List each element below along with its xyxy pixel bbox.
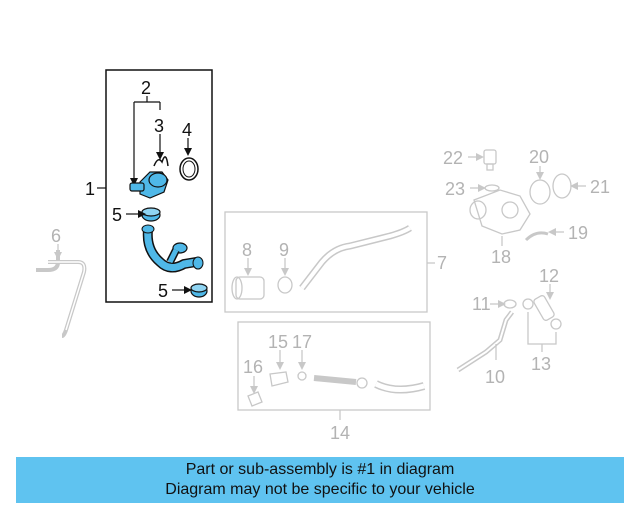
arrow-21 [570, 182, 578, 190]
clamp-part-9 [277, 276, 293, 294]
banner-line-2: Diagram may not be specific to your vehi… [165, 481, 475, 498]
gasket-part-20 [529, 179, 551, 205]
arrow-3 [156, 152, 164, 160]
pipe-part-15 [269, 371, 289, 387]
clamp-box-14 [356, 377, 368, 389]
callout-14: 14 [330, 423, 350, 443]
pipe-part-10-inner [457, 311, 513, 371]
pipe-part-10 [456, 310, 514, 373]
callout-18: 18 [491, 247, 511, 267]
banner-line-1: Part or sub-assembly is #1 in diagram [185, 461, 455, 478]
group-box-7 [224, 211, 428, 313]
callout-2: 2 [141, 78, 151, 98]
callout-5-lower: 5 [158, 281, 168, 301]
arrow-23 [478, 184, 486, 192]
plug-part-17 [297, 371, 307, 381]
coolant-flange-part [129, 171, 169, 199]
clip-part-19 [524, 231, 549, 242]
seal-part-5-lower [190, 283, 208, 298]
housing-part-8 [235, 276, 265, 300]
arrow-19 [548, 228, 556, 236]
gasket-part-21 [552, 173, 572, 199]
leader-13 [527, 312, 557, 352]
arrow-5-lower [184, 286, 192, 294]
callout-20: 20 [529, 147, 549, 167]
arrow-9 [281, 268, 289, 276]
o-ring-part-4 [179, 157, 199, 181]
pipe-box-14 [313, 375, 357, 385]
arrow-17 [298, 362, 306, 370]
callout-5-upper: 5 [112, 205, 122, 225]
callout-22: 22 [443, 148, 463, 168]
callout-6: 6 [51, 226, 61, 246]
callout-3: 3 [154, 116, 164, 136]
oring-part-13a [522, 298, 534, 310]
arrow-2 [130, 178, 138, 186]
coolant-hose-part [141, 224, 204, 273]
callout-13: 13 [531, 354, 551, 374]
arrow-20 [536, 172, 544, 180]
callout-12: 12 [539, 266, 559, 286]
arrow-22 [476, 153, 484, 161]
callout-11: 11 [472, 294, 491, 314]
callout-16: 16 [243, 357, 263, 377]
sensor-part-22-tip [486, 163, 494, 171]
callout-19: 19 [568, 223, 588, 243]
callout-10: 10 [485, 367, 505, 387]
arrow-11 [498, 300, 506, 308]
housing-part-18-port [469, 200, 487, 220]
callout-4: 4 [182, 120, 192, 140]
housing-part-18 [473, 189, 531, 235]
arrow-6 [54, 252, 62, 260]
oring-part-23 [484, 184, 500, 192]
hose-box-7-inner [300, 226, 412, 290]
callout-9: 9 [279, 240, 289, 260]
group-box-14 [237, 321, 431, 411]
arrow-8 [244, 268, 252, 276]
hose-box-7 [299, 225, 412, 291]
clip-part-3 [153, 156, 169, 167]
housing-part-18-hub [501, 201, 519, 219]
callout-7: 7 [437, 253, 447, 273]
arrow-15 [276, 362, 284, 370]
o-ring-inner-4 [182, 160, 196, 178]
tube-part-6-inner [48, 261, 86, 331]
callout-1: 1 [85, 179, 95, 199]
sensor-part-22 [483, 149, 497, 165]
leader-2 [133, 96, 161, 180]
arrow-16 [250, 386, 258, 394]
info-banner: Part or sub-assembly is #1 in diagram Di… [16, 457, 624, 503]
arrow-5-upper [138, 210, 146, 218]
housing-part-8-end [231, 276, 243, 300]
arrow-12 [546, 292, 554, 300]
callout-15: 15 [268, 332, 288, 352]
hose-box-14-inner [374, 381, 425, 392]
oring-part-13b [550, 318, 562, 330]
tube-part-12 [533, 295, 555, 321]
group-box-1 [105, 69, 213, 303]
fitting-part-16 [247, 391, 263, 407]
callout-23: 23 [445, 179, 465, 199]
callout-8: 8 [242, 240, 252, 260]
callout-17: 17 [292, 332, 312, 352]
arrow-4 [184, 148, 192, 156]
callout-21: 21 [590, 177, 610, 197]
